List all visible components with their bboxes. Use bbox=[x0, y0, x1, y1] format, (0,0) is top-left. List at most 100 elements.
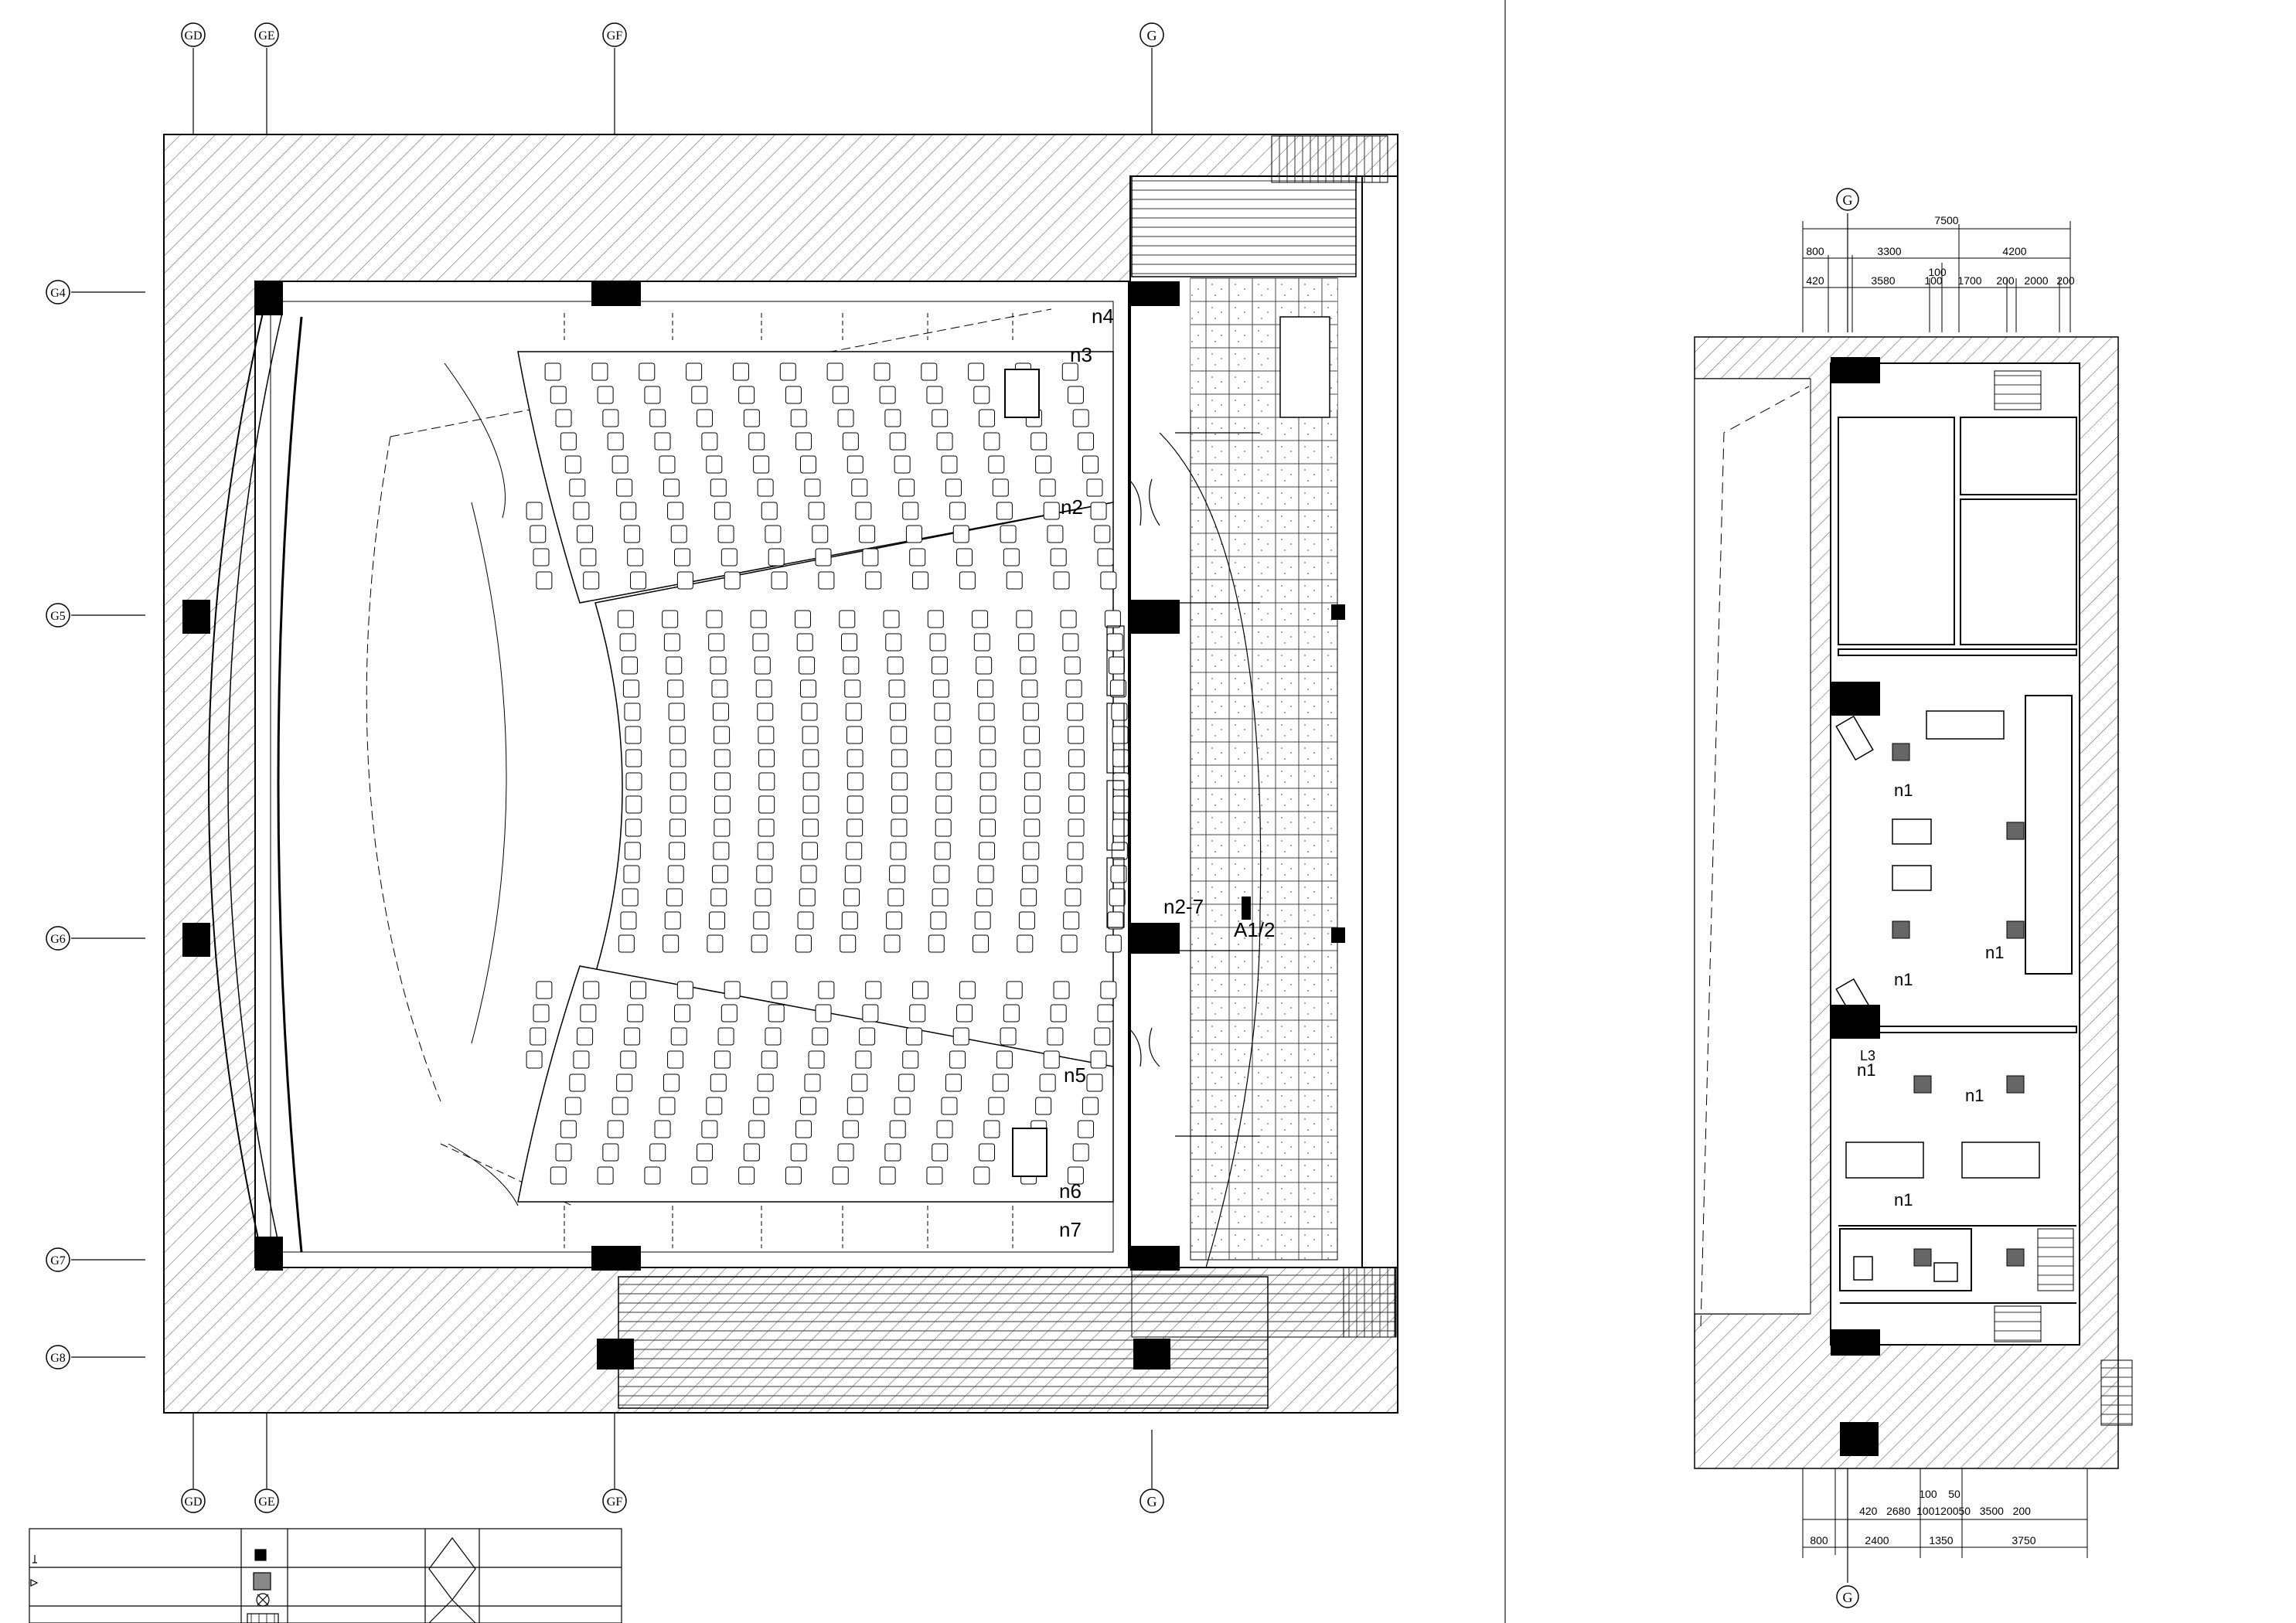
office-axis-label: G bbox=[1843, 192, 1853, 208]
seat bbox=[620, 1050, 637, 1069]
seat bbox=[560, 1120, 577, 1138]
seat bbox=[533, 548, 550, 567]
office-columns bbox=[1831, 357, 1880, 1456]
seat bbox=[842, 432, 859, 451]
stair-top-right bbox=[1131, 175, 1357, 277]
seat bbox=[1097, 548, 1114, 567]
seat bbox=[597, 1166, 614, 1185]
seat bbox=[929, 633, 946, 652]
seat bbox=[894, 1097, 911, 1115]
seat bbox=[724, 571, 741, 590]
office-left-void bbox=[1694, 378, 1811, 1315]
office-grid-bubble-top: G bbox=[1836, 188, 1859, 211]
seat bbox=[750, 610, 767, 628]
seat bbox=[755, 679, 772, 698]
office-left-diagonal bbox=[1700, 386, 1810, 1327]
seat bbox=[710, 1073, 727, 1092]
grid-label: GE bbox=[258, 1495, 274, 1509]
wheelchair-icon bbox=[1004, 369, 1040, 418]
seat bbox=[796, 633, 813, 652]
seat bbox=[669, 772, 686, 791]
seat bbox=[799, 656, 816, 675]
seat bbox=[714, 818, 731, 837]
seat bbox=[979, 795, 996, 814]
seat bbox=[670, 525, 687, 543]
seat bbox=[536, 571, 553, 590]
floor-arc-3 bbox=[448, 1143, 519, 1206]
seat bbox=[577, 1027, 594, 1046]
stair-top-corner bbox=[1271, 135, 1388, 183]
seat bbox=[710, 656, 727, 675]
seat bbox=[978, 703, 995, 721]
seat bbox=[666, 656, 683, 675]
seat bbox=[573, 1050, 590, 1069]
seat bbox=[818, 981, 835, 999]
seat bbox=[670, 1027, 687, 1046]
seat bbox=[1043, 502, 1060, 520]
seat bbox=[935, 726, 952, 744]
seat bbox=[894, 455, 911, 474]
seat bbox=[625, 818, 642, 837]
seat bbox=[1039, 1073, 1056, 1092]
seat bbox=[667, 679, 684, 698]
seat bbox=[686, 362, 703, 381]
seat bbox=[790, 409, 807, 427]
seat bbox=[625, 749, 642, 767]
office-dimensions-top: 7500 800 3300 4200 100 420 3580 100 1700… bbox=[1806, 214, 2075, 287]
seat bbox=[649, 1143, 666, 1162]
seat bbox=[815, 1004, 832, 1022]
seat bbox=[697, 1143, 714, 1162]
seat bbox=[544, 362, 561, 381]
seat bbox=[847, 455, 864, 474]
seat bbox=[968, 362, 985, 381]
seat bbox=[932, 888, 949, 907]
seat bbox=[841, 911, 858, 930]
seat bbox=[932, 679, 949, 698]
seat bbox=[972, 610, 989, 628]
seat bbox=[1086, 1073, 1103, 1092]
grid-lines bbox=[71, 48, 1153, 1489]
seat bbox=[676, 981, 693, 999]
seat bbox=[935, 749, 952, 767]
aisle-ticks bbox=[564, 313, 1013, 1248]
seat bbox=[808, 502, 825, 520]
seat bbox=[1061, 362, 1078, 381]
seat bbox=[1024, 772, 1041, 791]
seat bbox=[979, 842, 996, 860]
seat bbox=[795, 934, 812, 953]
seat bbox=[933, 865, 950, 883]
seat bbox=[623, 1027, 640, 1046]
seat bbox=[1078, 432, 1095, 451]
dim: 100 bbox=[1924, 274, 1943, 287]
seat bbox=[714, 772, 731, 791]
seat bbox=[973, 1166, 990, 1185]
floor-arc-1 bbox=[471, 502, 507, 1044]
seat bbox=[536, 981, 553, 999]
grid-bubble-top-gd: GD bbox=[181, 22, 206, 47]
seat bbox=[758, 749, 775, 767]
seat bbox=[797, 911, 814, 930]
seat bbox=[707, 934, 724, 953]
seat bbox=[1100, 571, 1117, 590]
seat bbox=[952, 1027, 969, 1046]
seat bbox=[862, 548, 879, 567]
seat bbox=[669, 749, 686, 767]
seat bbox=[889, 1120, 906, 1138]
seat bbox=[1050, 548, 1067, 567]
seat bbox=[887, 888, 904, 907]
seat bbox=[890, 703, 907, 721]
seat bbox=[616, 1073, 633, 1092]
seat bbox=[619, 633, 636, 652]
seat bbox=[676, 571, 693, 590]
office-zone-labels: n1 n1 n1 n1 n1 n1 L3 bbox=[1857, 781, 2004, 1210]
seat bbox=[891, 726, 908, 744]
seat bbox=[977, 679, 994, 698]
seat bbox=[988, 455, 1005, 474]
dim: 200 bbox=[1996, 274, 2015, 287]
seat bbox=[1094, 525, 1111, 543]
seat bbox=[979, 726, 996, 744]
seat bbox=[959, 571, 976, 590]
seat bbox=[654, 432, 671, 451]
seat bbox=[713, 842, 730, 860]
seat bbox=[884, 409, 901, 427]
